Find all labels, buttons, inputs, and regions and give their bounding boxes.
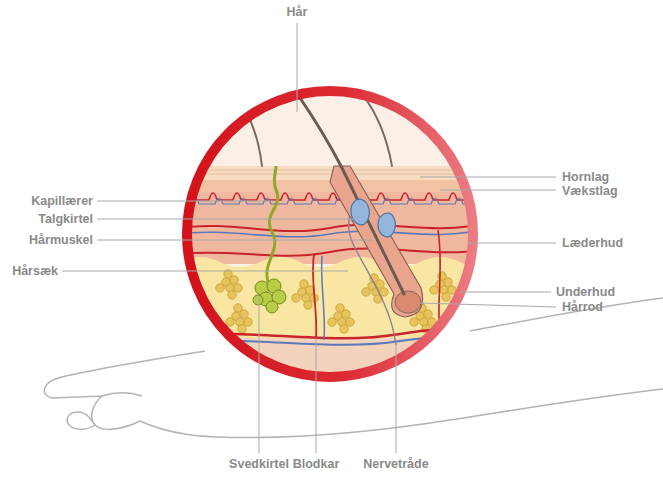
part-label: Svedkirtel xyxy=(229,457,289,471)
part-label: Hårrod xyxy=(562,300,603,314)
part-label: Talgkirtel xyxy=(38,212,93,226)
deep-layer xyxy=(180,338,480,400)
part-label: Hornlag xyxy=(562,170,609,184)
part-label: Blodkar xyxy=(293,457,340,471)
leader-line xyxy=(440,190,556,191)
leader-line xyxy=(97,201,275,202)
leader-line xyxy=(97,240,372,241)
blood-vessel xyxy=(180,230,480,237)
sweat-gland xyxy=(253,279,286,313)
art-path xyxy=(378,213,395,237)
capillary-loops xyxy=(185,193,473,200)
fat-cluster xyxy=(362,274,388,303)
leader-line xyxy=(420,177,556,178)
sweat-duct xyxy=(267,166,278,282)
sebaceous-gland xyxy=(351,199,395,237)
blood-vessel xyxy=(180,224,480,231)
art-circle xyxy=(266,301,278,313)
part-label: Nervetråde xyxy=(363,457,428,471)
hair-root xyxy=(395,291,421,313)
leader-line xyxy=(259,296,260,453)
part-label: Hårmuskel xyxy=(29,233,93,247)
dermis xyxy=(180,192,480,264)
leader-line xyxy=(468,243,556,244)
leader-line xyxy=(297,23,298,112)
finger-line xyxy=(67,412,95,429)
part-label: Hår xyxy=(287,5,308,19)
leader-line xyxy=(62,271,348,272)
fat-cluster xyxy=(430,272,456,301)
leader-line xyxy=(460,292,551,293)
horn-lines xyxy=(180,170,480,174)
thumb-line xyxy=(102,393,142,396)
leader-lines xyxy=(62,23,556,453)
art-path xyxy=(351,199,369,225)
blood-vessel xyxy=(313,254,316,338)
leader-line xyxy=(396,345,397,453)
leader-line xyxy=(316,338,317,453)
lens-ring xyxy=(187,91,473,377)
part-label: Læderhud xyxy=(562,236,623,250)
blood-vessel xyxy=(180,337,480,345)
blood-vessel xyxy=(322,256,325,340)
hair-shaft xyxy=(300,98,404,294)
fat-cluster xyxy=(328,304,354,333)
part-label: Hårsæk xyxy=(12,264,58,278)
leader-line xyxy=(420,303,556,307)
blood-vessel xyxy=(180,249,480,256)
leader-line xyxy=(97,219,355,220)
part-label: Underhud xyxy=(556,285,615,299)
horn-layer xyxy=(180,166,480,180)
hair-follicle xyxy=(330,166,423,317)
fat-cluster xyxy=(216,270,242,299)
part-label: Kapillærer xyxy=(31,194,93,208)
arm-edge xyxy=(470,298,663,331)
part-label: Vækstlag xyxy=(562,184,618,198)
fat-cluster xyxy=(226,304,252,333)
art-circle xyxy=(253,295,263,305)
